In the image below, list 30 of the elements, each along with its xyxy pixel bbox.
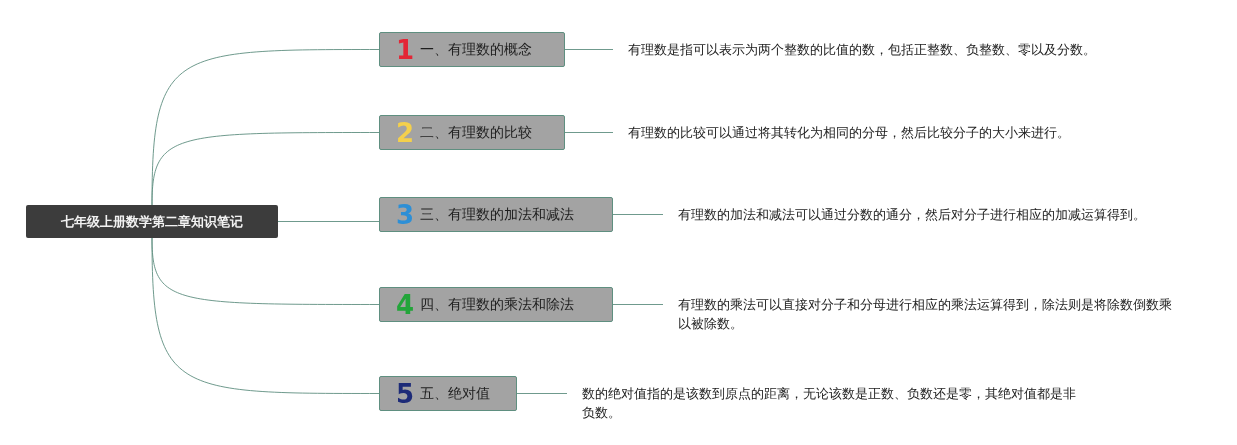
number-icon: 3 [396, 201, 415, 228]
branch-title: 三、有理数的加法和减法 [420, 205, 575, 224]
connector-line [151, 237, 380, 394]
branch-topic-box [379, 287, 613, 322]
connector-line [564, 49, 614, 50]
connector-line [151, 132, 380, 206]
topic-title: 七年级上册数学第二章知识笔记 [61, 212, 243, 231]
description-text: 有理数是指可以表示为两个整数的比值的数，包括正整数、负整数、零以及分数。 [628, 41, 1097, 59]
branch-topic-box [379, 32, 565, 67]
connector-line [612, 214, 664, 215]
branch-title: 一、有理数的概念 [420, 40, 533, 59]
description-text: 数的绝对值指的是该数到原点的距离，无论该数是正数、负数还是零，其绝对值都是非负数。 [582, 385, 1077, 422]
connector-line [277, 221, 380, 222]
description-text: 有理数的加法和减法可以通过分数的通分，然后对分子进行相应的加减运算得到。 [678, 206, 1147, 224]
branch-topic-box [379, 376, 517, 411]
number-icon: 5 [396, 380, 415, 407]
branch-title: 四、有理数的乘法和除法 [420, 295, 575, 314]
description-text: 有理数的乘法可以直接对分子和分母进行相应的乘法运算得到，除法则是将除数倒数乘以被除数。 [678, 296, 1173, 333]
number-icon: 1 [396, 36, 415, 63]
branch-topic-box [379, 115, 565, 150]
connector-line [564, 132, 614, 133]
number-icon: 2 [396, 119, 415, 146]
number-icon: 4 [396, 291, 415, 318]
connector-line [516, 393, 568, 394]
connector-line [612, 304, 664, 305]
branch-title: 五、绝对值 [420, 384, 491, 403]
branch-title: 二、有理数的比较 [420, 123, 533, 142]
branch-topic-box [379, 197, 613, 232]
root-topic-box [26, 205, 278, 238]
description-text: 有理数的比较可以通过将其转化为相同的分母，然后比较分子的大小来进行。 [628, 124, 1071, 142]
